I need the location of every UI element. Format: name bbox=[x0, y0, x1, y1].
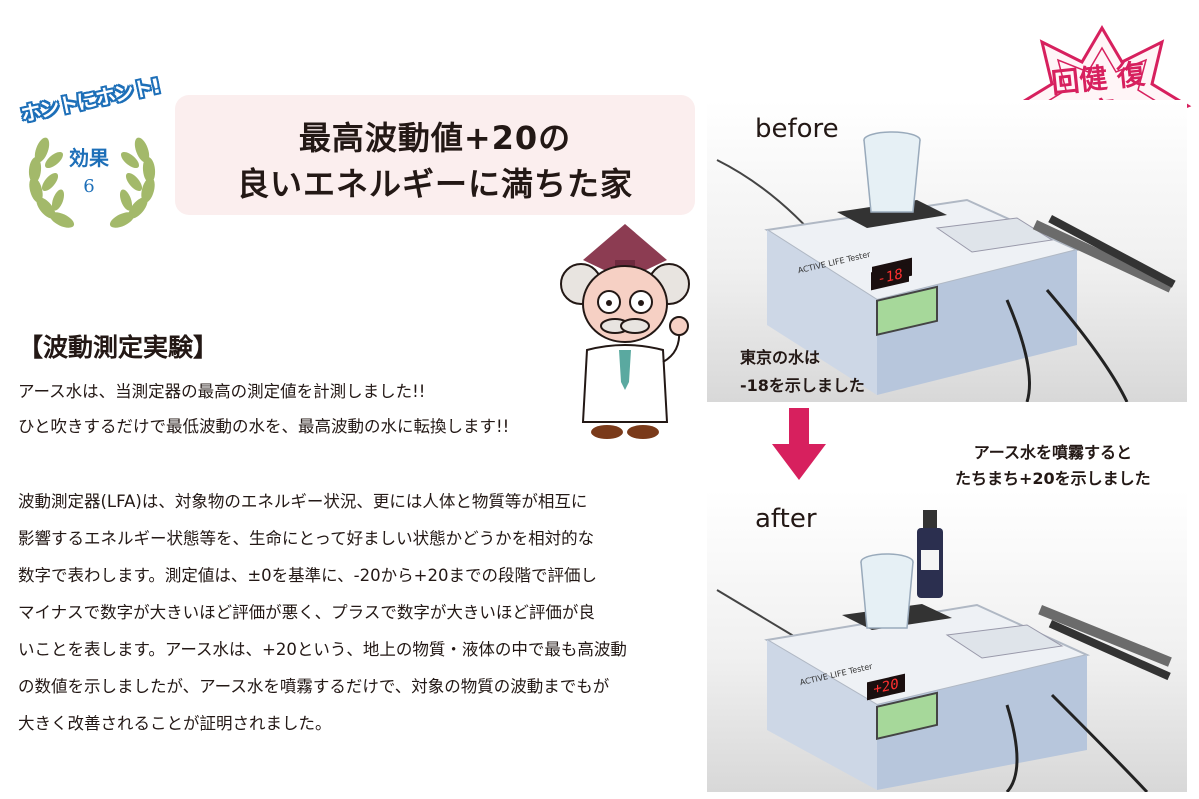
after-photo: after +20 ACTIVE LIFE Tester bbox=[707, 490, 1187, 792]
body-line: マイナスで数字が大きいほど評価が悪く、プラスで数字が大きいほど評価が良 bbox=[18, 603, 595, 622]
before-note-line2: -18を示しました bbox=[740, 376, 865, 395]
title-line-2: 良いエネルギーに満ちた家 bbox=[236, 165, 633, 203]
down-arrow-icon bbox=[772, 408, 826, 480]
body-line: 影響するエネルギー状態等を、生命にとって好ましい状態かどうかを相対的な bbox=[18, 529, 595, 548]
after-device-illustration bbox=[716, 510, 1172, 792]
after-note: アース水を噴霧すると たちまち+20を示しました bbox=[955, 440, 1151, 492]
laurel-wreath-icon bbox=[28, 137, 156, 228]
title-box: 最高波動値+20の 良いエネルギーに満ちた家 bbox=[175, 95, 695, 215]
body-line: 波動測定器(LFA)は、対象物のエネルギー状況、更には人体と物質等が相互に bbox=[18, 492, 588, 511]
intro-line: アース水は、当測定器の最高の測定値を計測しました!! bbox=[18, 382, 426, 401]
intro-line: ひと吹きするだけで最低波動の水を、最高波動の水に転換します!! bbox=[18, 417, 510, 436]
body-line: の数値を示しましたが、アース水を噴霧するだけで、対象の物質の波動までもが bbox=[18, 677, 610, 696]
before-note-line1: 東京の水は bbox=[740, 348, 821, 367]
body-line: 大きく改善されることが証明されました。 bbox=[18, 714, 332, 733]
before-device-illustration bbox=[716, 131, 1176, 402]
body-line: 数字で表わします。測定値は、±0を基準に、-20から+20までの段階で評価し bbox=[18, 566, 597, 585]
before-note: 東京の水は -18を示しました bbox=[740, 344, 865, 400]
after-label: after bbox=[755, 504, 817, 534]
after-note-line2: たちまち+20を示しました bbox=[955, 469, 1151, 488]
title-line-1: 最高波動値+20の bbox=[298, 119, 572, 157]
before-label: before bbox=[755, 114, 839, 144]
professor-character-icon bbox=[560, 224, 690, 439]
effect-badge: ホントにホント! 効果 6 bbox=[4, 74, 174, 244]
badge-effect-label: 効果 bbox=[69, 146, 109, 170]
after-note-line1: アース水を噴霧すると bbox=[973, 443, 1132, 462]
body-line: いことを表します。アース水は、+20という、地上の物質・液体の中で最も高波動 bbox=[18, 640, 627, 659]
before-photo: before -18 ACTIVE LIFE Tester bbox=[707, 100, 1187, 402]
section-heading: 【波動測定実験】 bbox=[18, 333, 219, 362]
badge-effect-number: 6 bbox=[83, 176, 95, 197]
